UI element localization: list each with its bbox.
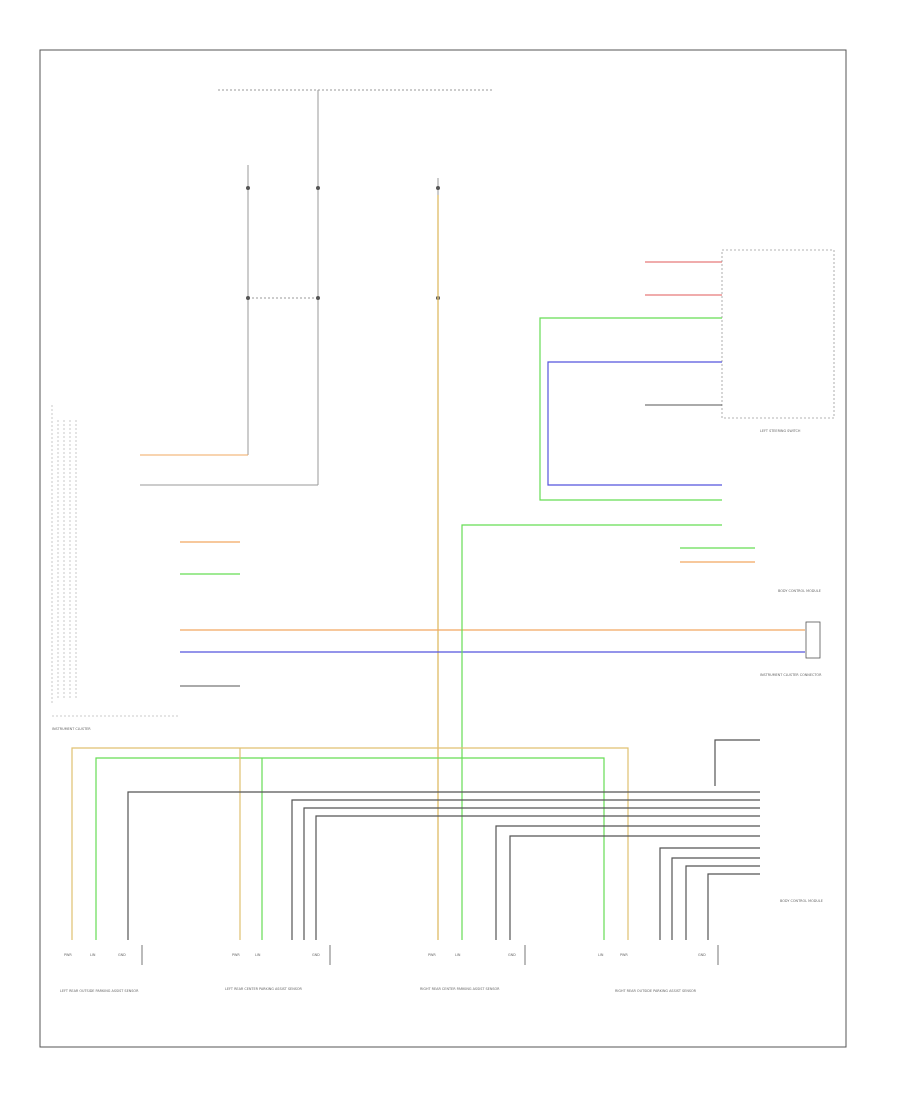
wire-green-bcm [461, 524, 722, 940]
splice-dot [316, 186, 320, 190]
sensor-2-pin-lin: LIN [255, 953, 261, 957]
sensor-4-label: RIGHT REAR OUTSIDE PARKING ASSIST SENSOR [615, 989, 697, 993]
sensor-2-pin-gnd: GND [312, 953, 320, 957]
wire-green-bus [95, 757, 605, 940]
sensor-2-pin-pwr: PWR [232, 953, 240, 957]
splice-dot [316, 296, 320, 300]
diagram-frame [39, 49, 847, 1048]
instrument-cluster-connector-label: INSTRUMENT CLUSTER CONNECTOR [760, 673, 822, 677]
sensor-1-label: LEFT REAR OUTSIDE PARKING ASSIST SENSOR [60, 989, 139, 993]
sensor-4-pin-lin: LIN [598, 953, 604, 957]
sensor-3-pin-pwr: PWR [428, 953, 436, 957]
sensor-3: PWR LIN GND RIGHT REAR CENTER PARKING AS… [420, 945, 526, 991]
sensor-3-pin-gnd: GND [508, 953, 516, 957]
bcm-connector-label: BODY CONTROL MODULE [780, 899, 823, 903]
splice-dot [246, 186, 250, 190]
sensor-4-pin-pwr: PWR [620, 953, 628, 957]
bcm-label: BODY CONTROL MODULE [778, 589, 821, 593]
sensor-1-pin-gnd: GND [118, 953, 126, 957]
sensor-2-label: LEFT REAR CENTER PARKING ASSIST SENSOR [225, 987, 303, 991]
top-power-rail [218, 89, 492, 485]
instrument-cluster-block: INSTRUMENT CLUSTER [51, 405, 180, 731]
sensor-3-pin-lin: LIN [455, 953, 461, 957]
wire-blue-loop [547, 361, 722, 486]
dark-wire-bundle [127, 739, 760, 940]
instrument-cluster-label: INSTRUMENT CLUSTER [52, 727, 91, 731]
sensor-4: LIN PWR GND RIGHT REAR OUTSIDE PARKING A… [598, 945, 719, 993]
hazard-switch-label: LEFT STEERING SWITCH [760, 429, 801, 433]
sensor-3-label: RIGHT REAR CENTER PARKING ASSIST SENSOR [420, 987, 500, 991]
splice-dot [436, 186, 440, 190]
splice-dot [246, 296, 250, 300]
sensor-1-pin-lin: LIN [90, 953, 96, 957]
sensor-1: PWR LIN GND LEFT REAR OUTSIDE PARKING AS… [60, 945, 143, 993]
sensor-2: PWR LIN GND LEFT REAR CENTER PARKING ASS… [225, 945, 331, 991]
hazard-switch-box [721, 249, 835, 419]
wire-green-loop [539, 317, 722, 501]
instrument-cluster-connector [805, 621, 821, 659]
splice-markers [246, 186, 440, 300]
sensor-4-pin-gnd: GND [698, 953, 706, 957]
wire-yellow-bus [71, 747, 629, 940]
sensor-1-pin-pwr: PWR [64, 953, 72, 957]
